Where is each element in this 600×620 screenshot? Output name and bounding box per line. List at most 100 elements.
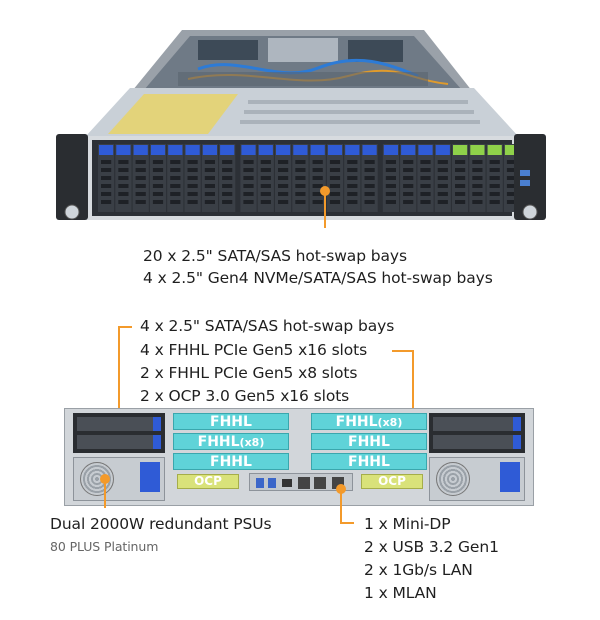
drive-vent bbox=[506, 176, 518, 180]
mini-dp-port bbox=[282, 479, 292, 487]
drive-vent bbox=[455, 184, 466, 188]
drive-latch bbox=[276, 145, 291, 155]
drive-vent bbox=[152, 200, 164, 204]
drive-latch bbox=[202, 145, 217, 155]
drive-vent bbox=[135, 176, 146, 180]
drive-vent bbox=[403, 160, 414, 164]
rear-callout-bays-line-v bbox=[118, 326, 120, 422]
drive-vent bbox=[278, 160, 289, 164]
pcie-slot-left-3: FHHL bbox=[173, 453, 289, 470]
drive-vent bbox=[506, 168, 518, 172]
drive-vent bbox=[260, 160, 271, 164]
drive-latch bbox=[116, 145, 131, 155]
drive-vent bbox=[222, 168, 233, 172]
drive-vent bbox=[101, 192, 112, 196]
drive-vent bbox=[295, 176, 306, 180]
ocp-slot-label: OCP bbox=[378, 474, 406, 488]
drive-vent bbox=[329, 176, 341, 180]
drive-vent bbox=[118, 160, 129, 164]
front-bays-label-2: 4 x 2.5" Gen4 NVMe/SATA/SAS hot-swap bay… bbox=[143, 269, 493, 287]
drive-vent bbox=[101, 200, 112, 204]
drive-vent bbox=[347, 184, 358, 188]
drive-latch bbox=[310, 145, 325, 155]
drive-vent bbox=[420, 200, 431, 204]
drive-latch bbox=[362, 145, 377, 155]
drive-vent bbox=[260, 176, 271, 180]
drive-vent bbox=[204, 184, 215, 188]
drive-vent bbox=[243, 184, 254, 188]
drive-vent bbox=[222, 200, 233, 204]
drive-vent bbox=[222, 176, 233, 180]
drive-vent bbox=[329, 192, 341, 196]
drive-vent bbox=[187, 192, 198, 196]
rear-drive-bay bbox=[433, 417, 521, 431]
drive-vent bbox=[101, 176, 112, 180]
drive-latch bbox=[258, 145, 273, 155]
drive-latch bbox=[435, 145, 450, 155]
drive-vent bbox=[347, 192, 358, 196]
drive-vent bbox=[312, 200, 323, 204]
drive-vent bbox=[152, 184, 164, 188]
rear-callout-pcie-line-v bbox=[412, 350, 414, 462]
rear-drive-bay bbox=[433, 435, 521, 449]
drive-vent bbox=[135, 200, 146, 204]
drive-latch bbox=[418, 145, 433, 155]
drive-vent bbox=[295, 192, 306, 196]
drive-vent bbox=[489, 168, 500, 172]
drive-vent bbox=[312, 184, 323, 188]
drive-latch bbox=[220, 145, 235, 155]
drive-vent bbox=[364, 184, 375, 188]
drive-latch bbox=[293, 145, 308, 155]
psu-subtitle: 80 PLUS Platinum bbox=[50, 539, 159, 554]
drive-vent bbox=[152, 168, 164, 172]
drive-vent bbox=[187, 176, 198, 180]
drive-latch bbox=[327, 145, 343, 155]
rear-drive-bay bbox=[77, 435, 161, 449]
io-callout-line-h bbox=[340, 522, 354, 524]
rear-drive-cage-left bbox=[73, 413, 165, 453]
drive-vent bbox=[347, 168, 358, 172]
front-callout-line bbox=[324, 190, 326, 228]
io-label-mlan: 1 x MLAN bbox=[364, 584, 437, 602]
drive-vent bbox=[455, 160, 466, 164]
front-server-image bbox=[48, 24, 554, 234]
drive-vent bbox=[243, 176, 254, 180]
drive-vent bbox=[347, 200, 358, 204]
drive-vent bbox=[472, 184, 483, 188]
drive-vent bbox=[437, 160, 448, 164]
usb-port bbox=[256, 478, 264, 488]
usb-port bbox=[268, 478, 276, 488]
lan-port bbox=[298, 477, 310, 489]
drive-vent bbox=[385, 168, 396, 172]
drive-vent bbox=[489, 176, 500, 180]
drive-vent bbox=[472, 176, 483, 180]
pcie-slot-label: FHHL bbox=[210, 414, 252, 430]
ocp-slot-left: OCP bbox=[177, 474, 239, 489]
drive-vent bbox=[489, 192, 500, 196]
drive-vent bbox=[506, 160, 518, 164]
pcie-slot-width: (x8) bbox=[239, 436, 265, 449]
pcie-slot-label: FHHL bbox=[197, 434, 240, 450]
drive-vent bbox=[420, 192, 431, 196]
drive-vent bbox=[295, 184, 306, 188]
psu-right bbox=[429, 457, 525, 501]
drive-vent bbox=[403, 200, 414, 204]
psu-title: Dual 2000W redundant PSUs bbox=[50, 515, 272, 533]
drive-vent bbox=[437, 184, 448, 188]
drive-latch bbox=[470, 145, 485, 155]
drive-vent bbox=[420, 160, 431, 164]
pcie-slot-right-1: FHHL(x8) bbox=[311, 413, 427, 430]
drive-vent bbox=[420, 176, 431, 180]
drive-vent bbox=[364, 176, 375, 180]
pcie-slot-right-2: FHHL bbox=[311, 433, 427, 450]
drive-vent bbox=[489, 200, 500, 204]
drive-vent bbox=[222, 192, 233, 196]
drive-vent bbox=[295, 160, 306, 164]
drive-latch bbox=[150, 145, 166, 155]
drive-vent bbox=[204, 160, 215, 164]
drive-vent bbox=[364, 200, 375, 204]
drive-vent bbox=[278, 168, 289, 172]
drive-vent bbox=[403, 168, 414, 172]
rear-callout-bays-line-h bbox=[118, 326, 132, 328]
drive-latch bbox=[345, 145, 360, 155]
